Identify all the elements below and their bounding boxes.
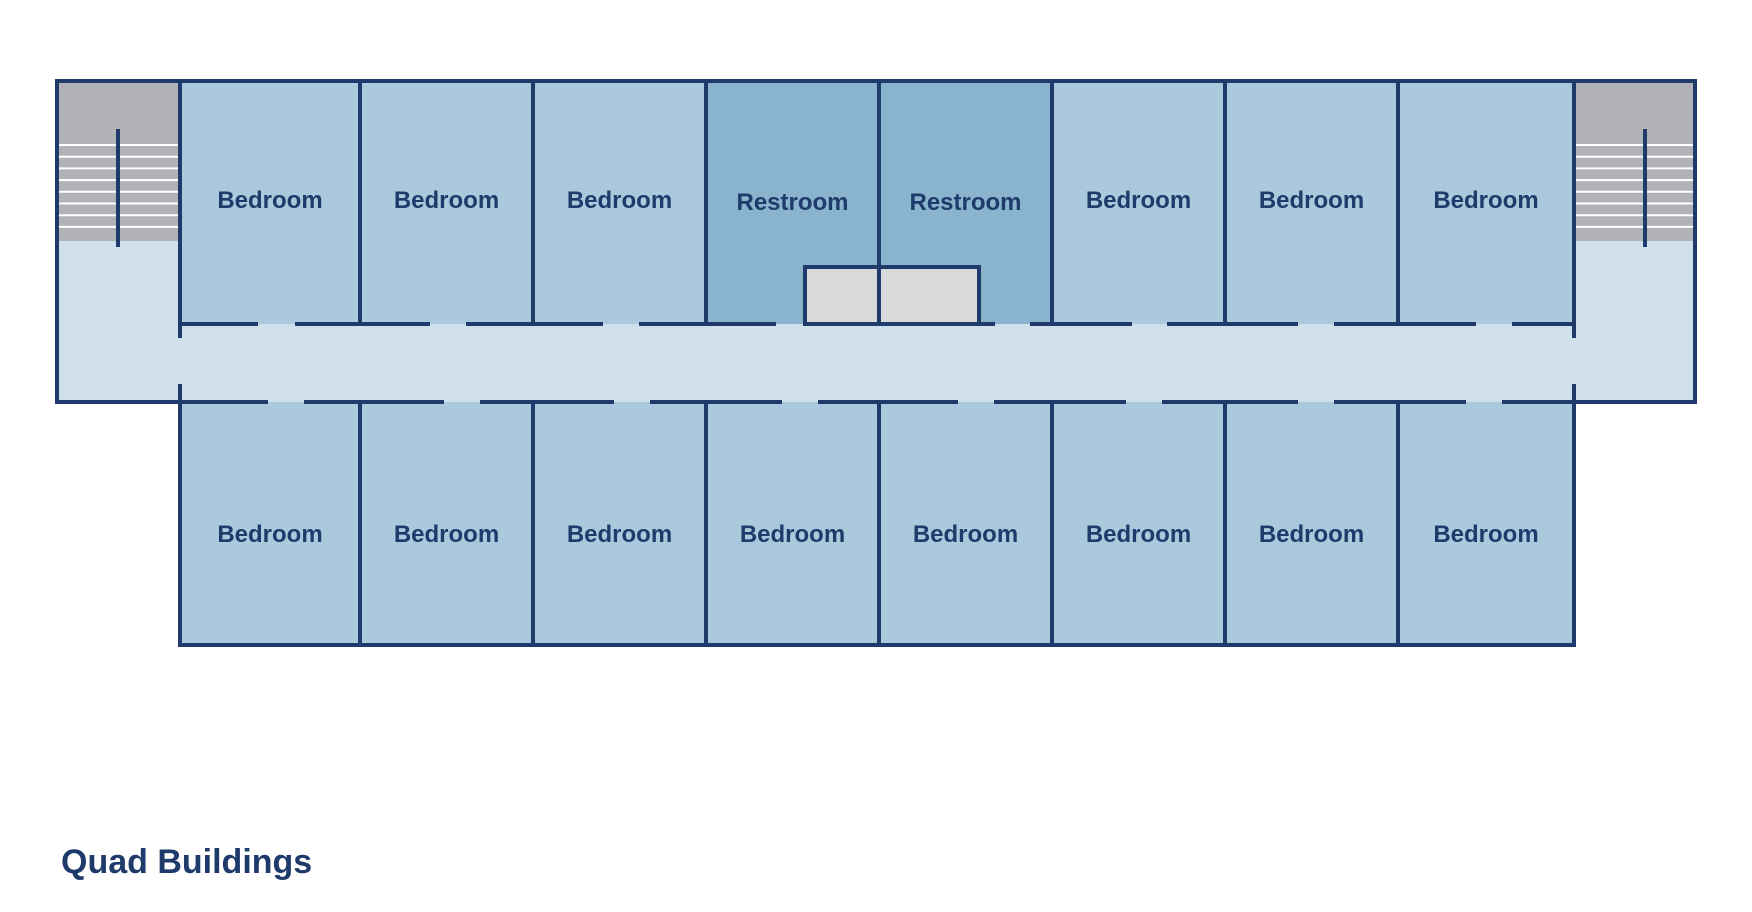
bottom-room-label-1: Bedroom [217, 521, 322, 548]
top-room-label-6: Bedroom [1086, 187, 1191, 214]
restroom-fixture [803, 265, 981, 326]
top-room-2 [360, 81, 533, 324]
bottom-room-2 [360, 402, 533, 645]
bottom-room-label-2: Bedroom [394, 521, 499, 548]
bottom-room-3 [533, 402, 706, 645]
top-room-label-8: Bedroom [1433, 187, 1538, 214]
bottom-room-5 [879, 402, 1052, 645]
top-room-label-4: Restroom [736, 189, 848, 216]
top-room-6 [1052, 81, 1225, 324]
fills-layer [57, 81, 1695, 645]
top-room-8 [1398, 81, 1574, 324]
bottom-room-8 [1398, 402, 1574, 645]
top-room-3 [533, 81, 706, 324]
bottom-room-label-7: Bedroom [1259, 521, 1364, 548]
walls-layer [55, 79, 1697, 647]
stairwell-right [1574, 81, 1695, 241]
bottom-room-label-6: Bedroom [1086, 521, 1191, 548]
bottom-room-4 [706, 402, 879, 645]
top-room-7 [1225, 81, 1398, 324]
bottom-room-label-3: Bedroom [567, 521, 672, 548]
corridor [57, 324, 1695, 402]
top-room-label-1: Bedroom [217, 187, 322, 214]
top-room-label-3: Bedroom [567, 187, 672, 214]
top-room-1 [180, 81, 360, 324]
details-layer [56, 81, 1696, 326]
bottom-room-label-8: Bedroom [1433, 521, 1538, 548]
top-room-label-7: Bedroom [1259, 187, 1364, 214]
plan-caption: Quad Buildings [61, 843, 313, 881]
top-room-label-5: Restroom [909, 189, 1021, 216]
bottom-room-1 [180, 402, 360, 645]
bottom-room-label-5: Bedroom [913, 521, 1018, 548]
bottom-room-label-4: Bedroom [740, 521, 845, 548]
bottom-room-7 [1225, 402, 1398, 645]
top-room-label-2: Bedroom [394, 187, 499, 214]
bottom-room-6 [1052, 402, 1225, 645]
